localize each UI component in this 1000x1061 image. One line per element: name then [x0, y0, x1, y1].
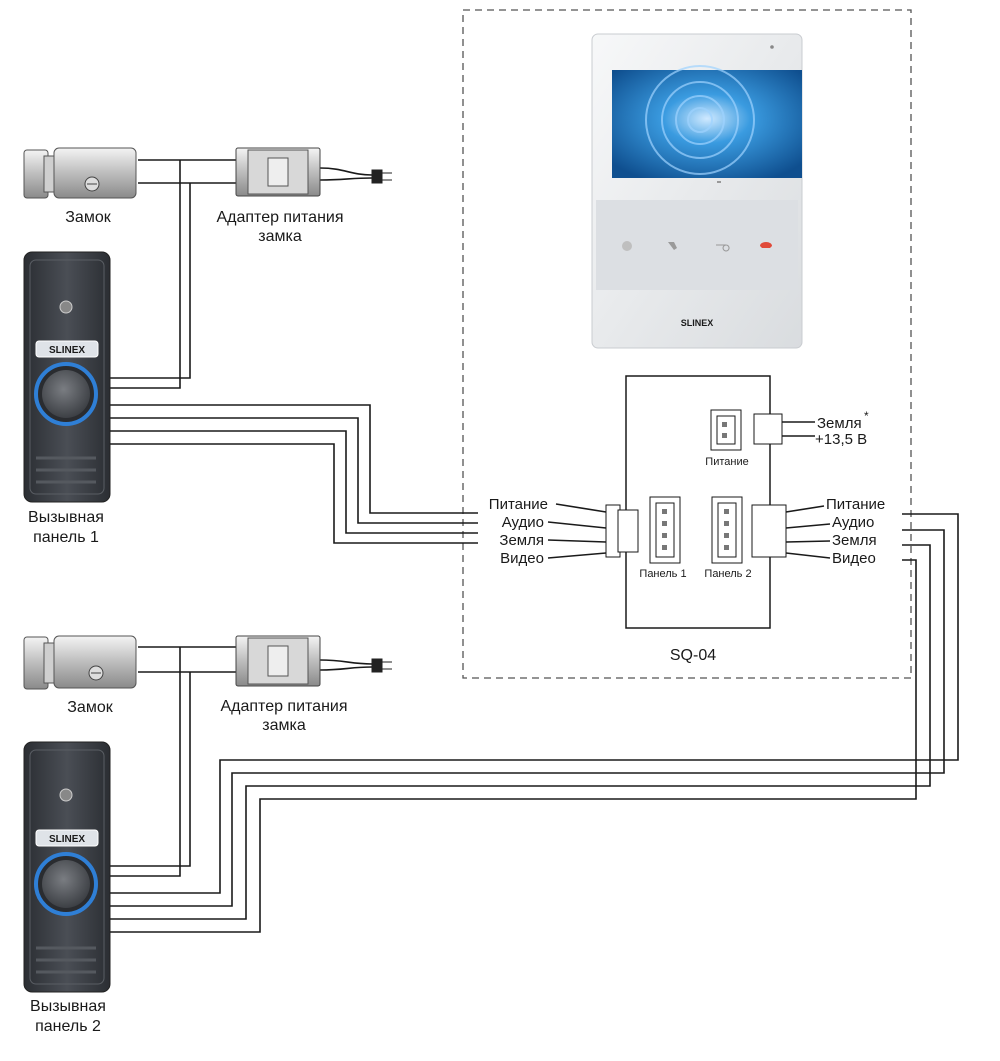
adapter-1: Адаптер питания замка [216, 147, 392, 245]
power-connector-label: Питание [705, 456, 748, 468]
left-wire-video: Видео [500, 550, 544, 567]
right-wire-ground: Земля [832, 532, 877, 549]
left-wire-ground: Земля [499, 532, 544, 549]
call-panel-2: SLINEX Вызывная панель 2 [23, 741, 111, 1035]
panel2-label-line1: Вызывная [30, 998, 106, 1015]
wires [110, 159, 959, 933]
left-wire-labels: Питание Аудио Земля Видео [489, 496, 548, 567]
module-label: SQ-04 [670, 647, 716, 664]
indoor-unit-boundary [462, 9, 912, 679]
svg-text:SLINEX: SLINEX [49, 834, 85, 845]
left-wire-audio: Аудио [502, 514, 544, 531]
key-icon [716, 244, 730, 252]
right-wire-power: Питание [826, 496, 885, 513]
panel1-label-line2: панель 1 [33, 529, 99, 546]
adapter-2: Адаптер питания замка [220, 635, 392, 734]
lock2-label: Замок [67, 699, 113, 716]
svg-text:SLINEX: SLINEX [49, 345, 85, 356]
power-voltage-label: +13,5 В [815, 431, 867, 448]
call-panel-1: SLINEX Вызывная панель 1 [23, 251, 111, 546]
sq04-module: Питание Панель 1 Панель 2 SQ-04 [605, 375, 787, 664]
lock1-label: Замок [65, 209, 111, 226]
panel1-connector-label: Панель 1 [639, 568, 686, 580]
right-wire-audio: Аудио [832, 514, 874, 531]
monitor-buttons [622, 241, 772, 252]
lock-1: Замок [23, 147, 137, 226]
left-wire-power: Питание [489, 496, 548, 513]
monitor: SLINEX [591, 33, 803, 349]
power-asterisk: * [864, 409, 869, 423]
plug-icon [371, 658, 392, 673]
monitor-screen [612, 70, 802, 178]
user-icon [622, 241, 632, 251]
panel2-connector-label: Панель 2 [704, 568, 751, 580]
plug-icon [371, 169, 392, 184]
adapter1-label-line2: замка [258, 228, 302, 245]
adapter2-label-line1: Адаптер питания [220, 698, 347, 715]
hangup-icon [760, 242, 772, 248]
adapter2-label-line2: замка [262, 717, 306, 734]
lock-2: Замок [23, 635, 137, 716]
handset-icon [668, 242, 677, 250]
right-wire-video: Видео [832, 550, 876, 567]
panel2-brand-plate [35, 829, 99, 847]
panel2-label-line2: панель 2 [35, 1018, 101, 1035]
adapter1-label-line1: Адаптер питания [216, 209, 343, 226]
right-wire-labels: Питание Аудио Земля Видео [826, 496, 885, 567]
panel1-label-line1: Вызывная [28, 509, 104, 526]
power-ground-label: Земля [817, 415, 862, 432]
monitor-brand: SLINEX [681, 318, 714, 328]
panel1-brand-plate [35, 340, 99, 358]
